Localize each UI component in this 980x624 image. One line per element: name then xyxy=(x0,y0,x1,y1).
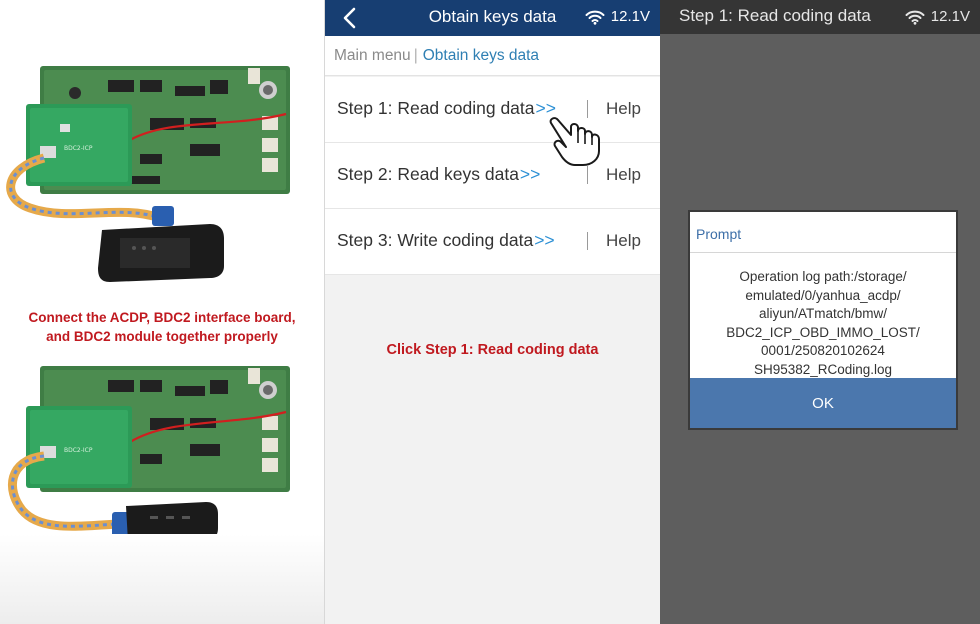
dialog-message: Operation log path:/storage/ emulated/0/… xyxy=(726,269,920,377)
svg-text:BDC2-ICP: BDC2-ICP xyxy=(64,447,93,454)
help-button[interactable]: Help xyxy=(606,165,641,184)
instruction-caption: Click Step 1: Read coding data xyxy=(386,342,599,358)
step-arrow: >> xyxy=(519,164,541,184)
step-label[interactable]: Step 1: Read coding data>> xyxy=(337,98,556,119)
pointing-hand-icon xyxy=(549,117,600,166)
obtain-keys-screen: Obtain keys data 12.1V Main menu | Obtai… xyxy=(324,0,660,624)
hardware-instruction-panel: BDC2-ICP Connect the ACDP, BDC2 interfac… xyxy=(0,0,324,624)
battery-voltage: 12.1V xyxy=(610,8,650,25)
help-button[interactable]: Help xyxy=(606,231,641,250)
breadcrumb-main-menu[interactable]: Main menu xyxy=(334,46,411,64)
step-read-coding-data[interactable]: Step 1: Read coding data>> Help xyxy=(325,77,660,143)
caption-line-1: Connect the ACDP, BDC2 interface board, xyxy=(28,310,296,325)
hardware-photo-top: BDC2-ICP xyxy=(6,66,290,282)
step-separator xyxy=(587,166,588,184)
step-write-coding-data[interactable]: Step 3: Write coding data>> Help xyxy=(325,209,660,275)
caption-line-2: and BDC2 module together properly xyxy=(46,329,278,344)
read-coding-screen: Step 1: Read coding data 12.1V Prompt Op… xyxy=(660,0,980,624)
hardware-instruction-caption: Connect the ACDP, BDC2 interface board, … xyxy=(0,308,324,346)
status-bar: 12.1V xyxy=(585,8,650,25)
ok-button[interactable]: OK xyxy=(690,378,956,428)
breadcrumb-separator: | xyxy=(413,46,418,64)
app-header-dimmed: Step 1: Read coding data 12.1V xyxy=(660,0,980,34)
battery-voltage: 12.1V xyxy=(930,8,970,25)
wifi-icon xyxy=(585,10,605,25)
help-button[interactable]: Help xyxy=(606,99,641,118)
step-3-text: Step 3: Write coding data xyxy=(337,230,534,250)
step-arrow: >> xyxy=(534,230,555,250)
prompt-dialog: Prompt Operation log path:/storage/ emul… xyxy=(688,210,958,430)
dialog-title: Prompt xyxy=(696,226,742,242)
breadcrumb-current: Obtain keys data xyxy=(422,46,540,64)
step-2-text: Step 2: Read keys data xyxy=(337,164,519,184)
step-separator xyxy=(587,232,588,250)
step-label[interactable]: Step 3: Write coding data>> xyxy=(337,230,555,251)
step-read-keys-data[interactable]: Step 2: Read keys data>> Help xyxy=(325,143,660,209)
steps-list: Step 1: Read coding data>> Help Step 2: … xyxy=(325,77,660,275)
svg-text:BDC2-ICP: BDC2-ICP xyxy=(64,145,93,152)
hardware-photo-bottom: BDC2-ICP xyxy=(7,366,290,542)
status-bar: 12.1V xyxy=(905,8,970,25)
step-separator xyxy=(587,100,588,118)
page-title: Step 1: Read coding data xyxy=(679,6,871,25)
chevron-left-icon[interactable] xyxy=(339,6,361,30)
dialog-divider xyxy=(690,252,956,253)
step-arrow: >> xyxy=(535,98,556,118)
page-title: Obtain keys data xyxy=(428,7,557,26)
wifi-icon xyxy=(905,10,925,25)
app-header: Obtain keys data 12.1V xyxy=(325,0,660,36)
step-1-text: Step 1: Read coding data xyxy=(337,98,535,118)
breadcrumb: Main menu | Obtain keys data xyxy=(325,36,660,76)
step-label[interactable]: Step 2: Read keys data>> xyxy=(337,164,540,185)
